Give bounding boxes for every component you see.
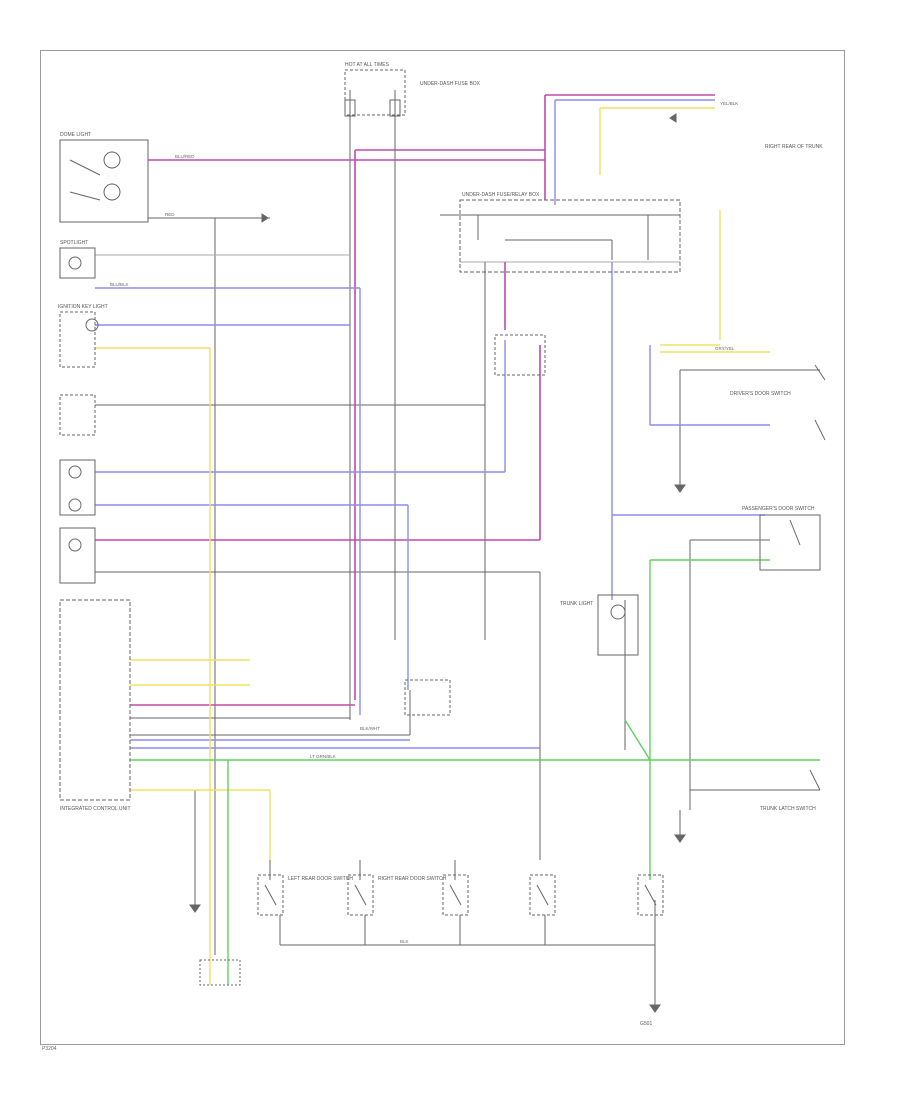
wire-label-gry-yel: GRY/YEL bbox=[715, 346, 735, 351]
black-wires bbox=[95, 90, 820, 1005]
ignition-key-light-label: IGNITION KEY LIGHT bbox=[58, 304, 108, 310]
wire-label-yel-blk: YEL/BLK bbox=[720, 101, 738, 106]
under-dash-fuse-label: UNDER-DASH FUSE/RELAY BOX bbox=[462, 192, 540, 198]
blue-wires bbox=[95, 99, 770, 749]
magenta-wires bbox=[95, 94, 715, 706]
wire-label-blk-wht: BLK/WHT bbox=[360, 726, 380, 731]
yellow-wires bbox=[95, 107, 770, 985]
left-components bbox=[59, 247, 131, 801]
dome-light bbox=[59, 139, 149, 223]
wire-label-blk: BLK bbox=[400, 939, 409, 944]
hot-at-all-times-label: HOT AT ALL TIMES bbox=[345, 62, 390, 68]
dome-light-label: DOME LIGHT bbox=[60, 132, 91, 138]
figure-code: P3204 bbox=[42, 1046, 57, 1052]
right-switches bbox=[759, 364, 826, 791]
trunk-light-label: TRUNK LIGHT bbox=[560, 601, 593, 607]
trunk-latch-label: TRUNK LATCH SWITCH bbox=[760, 806, 816, 812]
ground-bottom-label: G501 bbox=[640, 1021, 652, 1027]
fuse-box-label: UNDER-DASH FUSE BOX bbox=[420, 81, 481, 87]
wire-label-blu-blk: BLU/BLK bbox=[110, 282, 129, 287]
ground-right-label: RIGHT REAR OF TRUNK bbox=[765, 144, 823, 150]
passenger-door-switch-label: PASSENGER'S DOOR SWITCH bbox=[742, 506, 815, 512]
driver-door-switch-label: DRIVER'S DOOR SWITCH bbox=[730, 391, 791, 397]
right-rear-door-label: RIGHT REAR DOOR SWITCH bbox=[378, 876, 447, 882]
trunk-light bbox=[597, 594, 639, 656]
fuse-box bbox=[344, 69, 681, 273]
wire-label-red: RED bbox=[165, 212, 175, 217]
connectors bbox=[199, 334, 546, 986]
diagram-frame bbox=[40, 50, 845, 1045]
green-wires bbox=[130, 559, 820, 985]
spotlight-label: SPOTLIGHT bbox=[60, 240, 88, 246]
bottom-switches bbox=[257, 874, 664, 916]
wire-label-blu-red: BLU/RED bbox=[175, 154, 195, 159]
wire-label-lt-grn-blk: LT GRN/BLK bbox=[310, 754, 336, 759]
left-rear-door-label: LEFT REAR DOOR SWITCH bbox=[288, 876, 353, 882]
icu-label: INTEGRATED CONTROL UNIT bbox=[60, 806, 131, 812]
ground-symbols bbox=[189, 113, 686, 1013]
